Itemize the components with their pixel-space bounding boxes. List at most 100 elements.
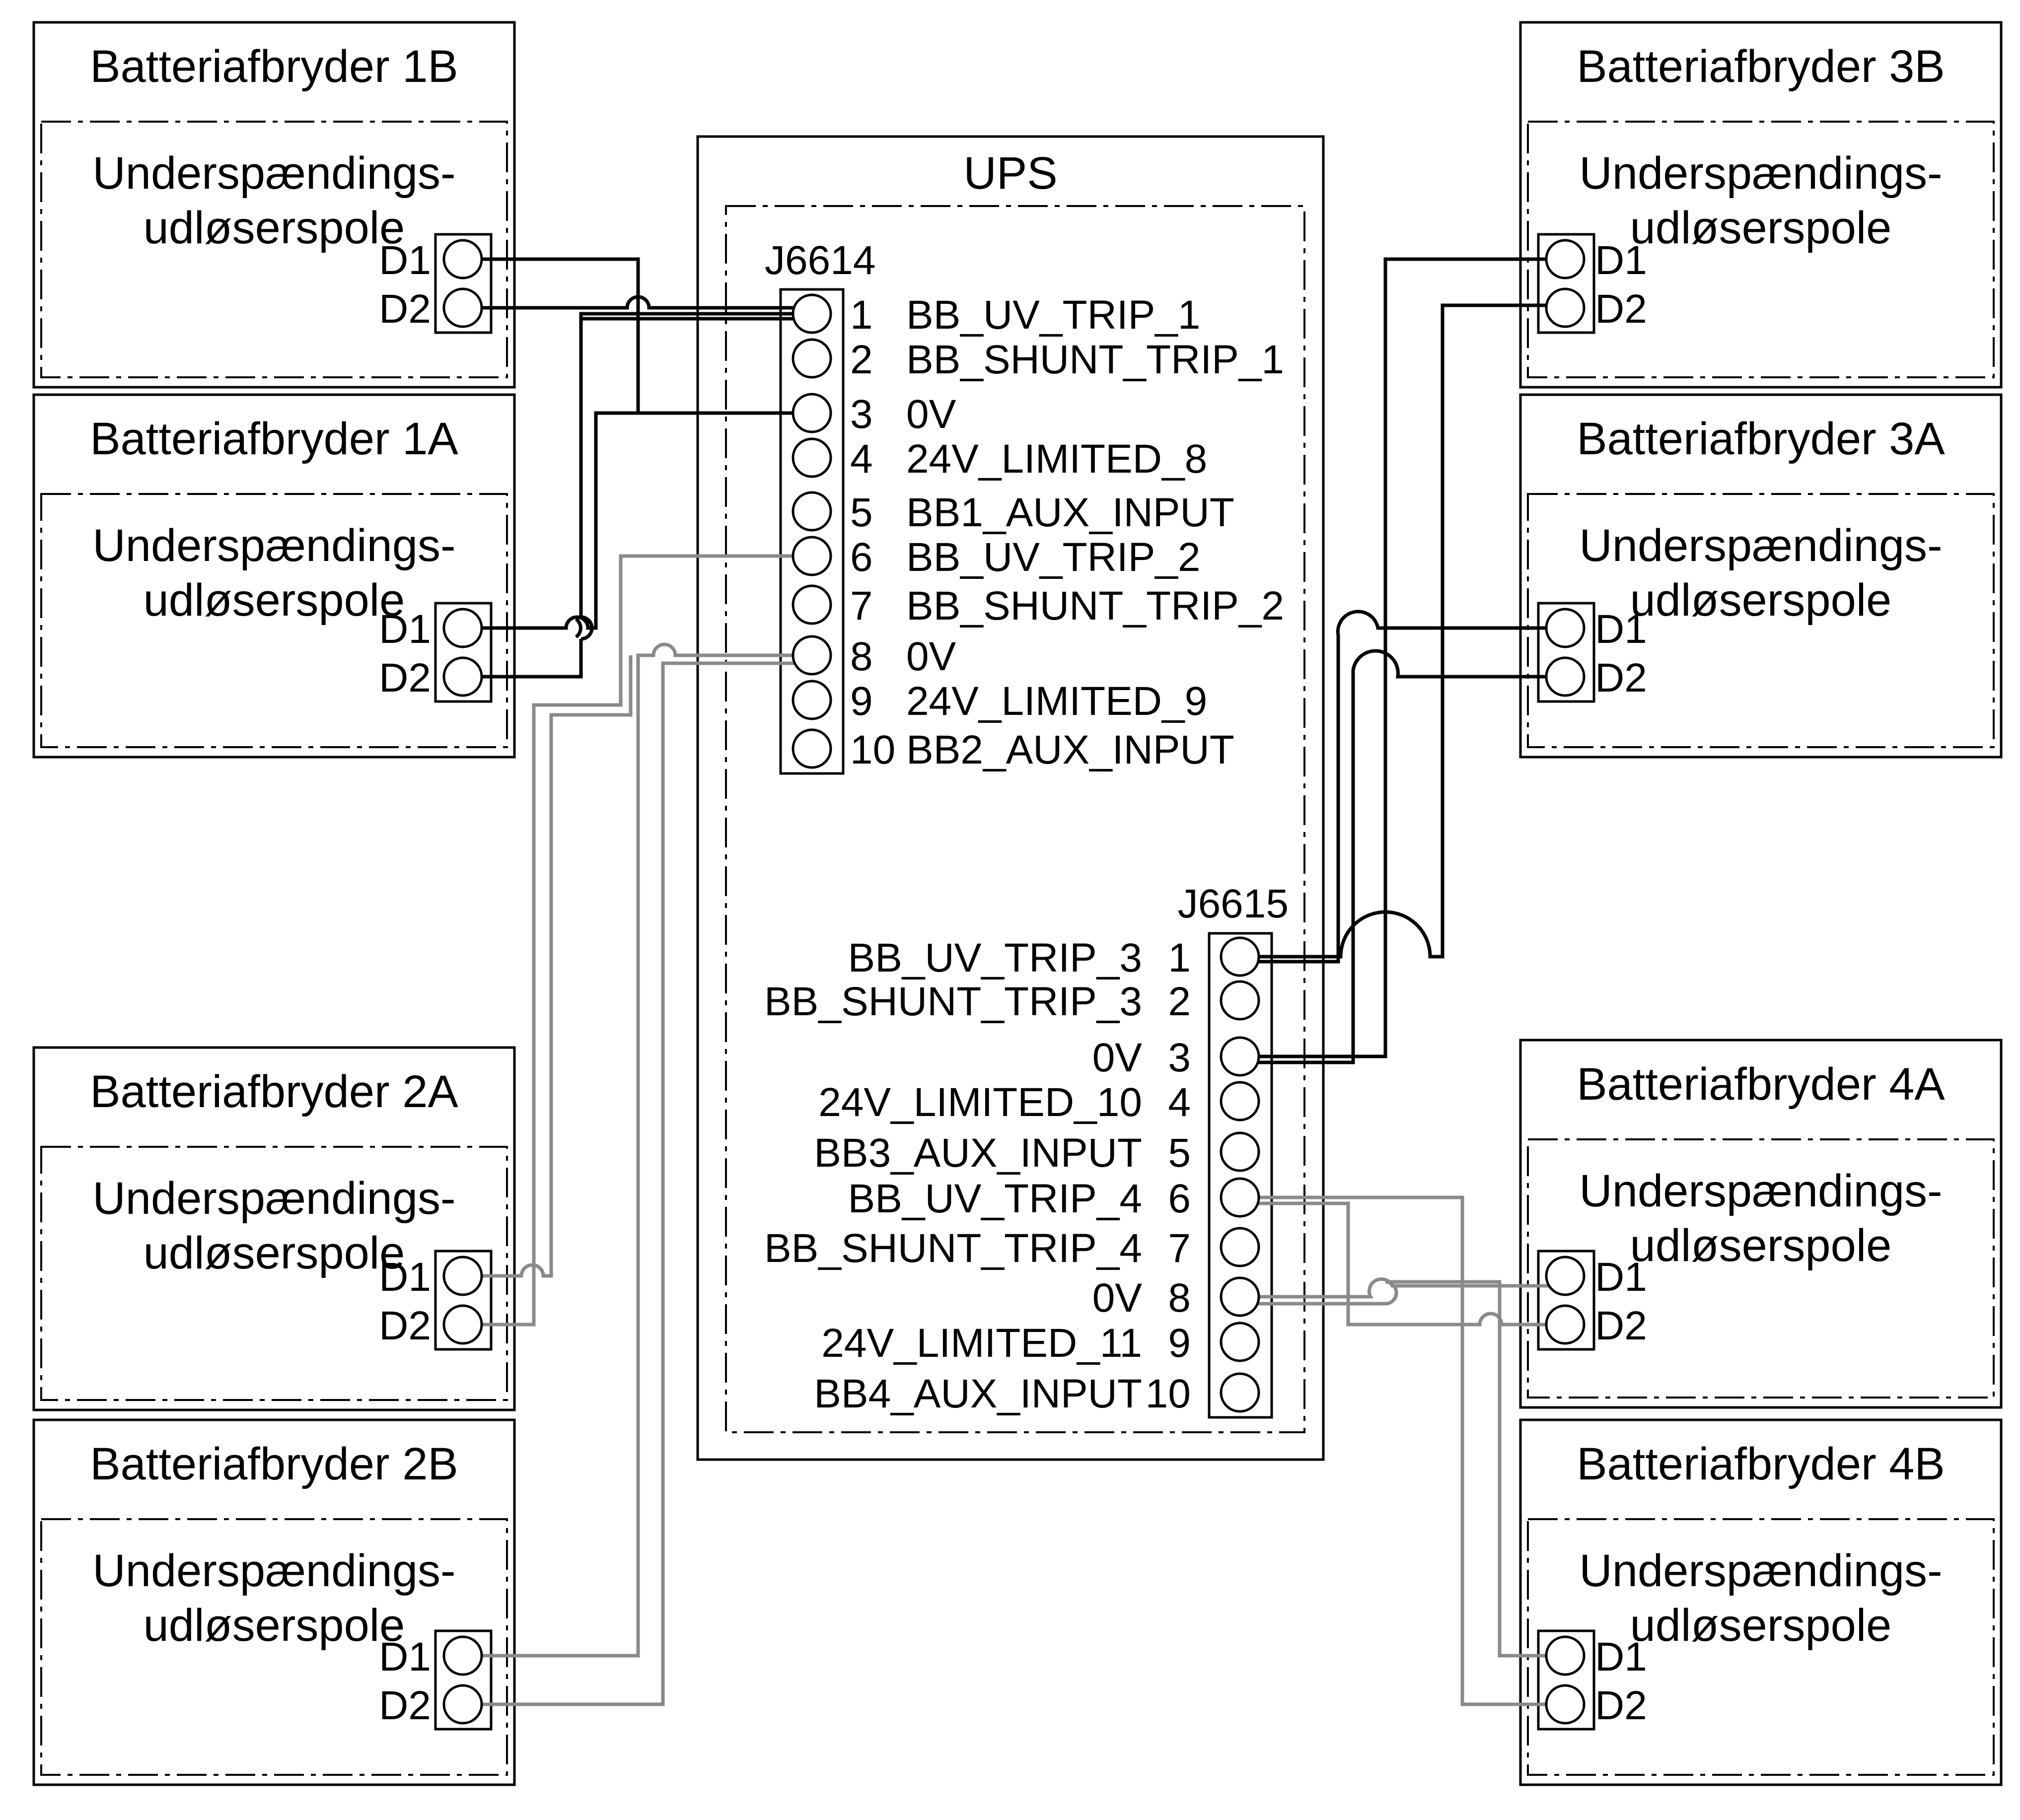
terminal-block [434, 1629, 493, 1731]
breaker-title: Batteriafbryder 1A [90, 414, 458, 464]
j6615-pin-1 [1220, 936, 1260, 977]
terminal-b3a-d1 [1545, 608, 1586, 648]
j6614-pin-9 [792, 680, 832, 720]
connector-label: J6615 [1178, 881, 1289, 926]
pin-name: 24V_LIMITED_9 [906, 679, 1207, 724]
breaker-title: Batteriafbryder 4B [1577, 1439, 1945, 1489]
pin-number: 2 [1168, 979, 1191, 1024]
pin-number: 4 [850, 436, 873, 482]
j6615-pin-4 [1220, 1081, 1260, 1121]
coil-frame [1527, 493, 1995, 748]
terminal-b2b-d2 [442, 1684, 483, 1725]
breaker-b2b: Batteriafbryder 2BUnderspændings-udløser… [32, 1418, 516, 1786]
terminal-b1b-d1 [442, 239, 483, 280]
breaker-b4b: Batteriafbryder 4B Underspændings-udløser… [1519, 1418, 2003, 1786]
breaker-frame [1519, 1039, 2003, 1409]
terminal-block [434, 1250, 493, 1351]
coil-label-line2: udløserspole [144, 575, 405, 626]
pin-name: BB1_AUX_INPUT [906, 490, 1234, 535]
terminal-label-d1: D1 [1595, 1255, 1647, 1300]
wire-uv3-3a-d1 [1240, 610, 1565, 964]
coil-label-line1: Underspændings- [92, 520, 455, 571]
pin-number: 6 [1168, 1176, 1191, 1221]
pin-name: BB_UV_TRIP_2 [906, 535, 1201, 580]
wire-uv1 [579, 317, 812, 618]
wire-0v-4b-d1 [1240, 1280, 1565, 1658]
wire-2a-d1 [463, 655, 633, 1278]
pin-name: BB_SHUNT_TRIP_1 [906, 337, 1284, 382]
pin-name: BB_UV_TRIP_3 [848, 935, 1143, 980]
pin-number: 7 [850, 583, 873, 629]
pin-name: BB_SHUNT_TRIP_4 [764, 1226, 1142, 1271]
pin-number: 7 [1168, 1226, 1191, 1271]
wire-hop [575, 618, 582, 638]
terminal-b4a-d2 [1545, 1304, 1586, 1345]
terminal-b2b-d1 [442, 1635, 483, 1676]
j6614-pin-7 [792, 584, 832, 625]
j6615-pin-5 [1220, 1131, 1260, 1172]
breaker-title: Batteriafbryder 2A [90, 1066, 458, 1117]
terminal-block [434, 233, 493, 334]
wire-uv4-4a-d2 [1240, 1201, 1565, 1327]
j6614-pin-10 [792, 728, 832, 769]
coil-label-line1: Underspændings- [92, 148, 455, 199]
terminal-label-d2: D2 [1595, 286, 1647, 332]
terminals-layer [442, 239, 1586, 1725]
connector-housing [1208, 932, 1273, 1419]
terminal-label-d2: D2 [1595, 1303, 1647, 1348]
terminal-b1a-d1 [442, 608, 483, 648]
wire-1a-d1 [463, 411, 812, 630]
pin-name: BB3_AUX_INPUT [814, 1130, 1142, 1176]
coil-label-line1: Underspændings- [92, 1545, 455, 1596]
pin-name: 0V [906, 392, 956, 437]
wire-2b-d1 [463, 642, 812, 1658]
breakers-layer: Batteriafbryder 1BUnderspændings-udløser… [32, 21, 2003, 1786]
terminal-label-d1: D1 [379, 1255, 431, 1300]
pin-number: 5 [850, 490, 873, 535]
coil-label-line2: udløserspole [144, 203, 405, 253]
wire-0v-3b-d1 [1240, 257, 1565, 1058]
j6614-pin-2 [792, 338, 832, 379]
pin-name: 0V [1092, 1275, 1143, 1321]
coil-frame [1527, 1138, 1995, 1399]
terminal-b4b-d1 [1545, 1635, 1586, 1676]
breaker-title: Batteriafbryder 3A [1577, 414, 1945, 464]
coil-label-line2: udløserspole [1630, 1600, 1892, 1651]
breaker-frame [1519, 393, 2003, 759]
terminal-b1b-d2 [442, 287, 483, 328]
ups-frame [696, 135, 1325, 1461]
terminal-b4a-d1 [1545, 1256, 1586, 1296]
coil-frame [1527, 1518, 1995, 1776]
j6615-pin-2 [1220, 980, 1260, 1021]
terminal-label-d1: D1 [1595, 238, 1647, 283]
breaker-frame [32, 1418, 516, 1786]
terminal-block [1537, 1250, 1595, 1351]
coil-label-line1: Underspændings- [92, 1173, 455, 1224]
coil-label-line2: udløserspole [1630, 1220, 1892, 1271]
terminal-b1a-d2 [442, 656, 483, 697]
coil-label-line2: udløserspole [144, 1228, 405, 1278]
ups-inner-frame [725, 205, 1305, 1433]
j6614-pin-4 [792, 437, 832, 478]
terminal-label-d2: D2 [1595, 1683, 1647, 1728]
wire-uv4-4b-d2 [1240, 1195, 1565, 1706]
pin-number: 3 [850, 392, 873, 437]
coil-label-line2: udløserspole [144, 1600, 405, 1651]
j6615-pin-9 [1220, 1322, 1260, 1362]
breaker-title: Batteriafbryder 3B [1577, 41, 1945, 92]
connector-housing [779, 288, 845, 775]
wire-uv3-3b-d2 [1240, 303, 1565, 959]
breaker-b3a: Batteriafbryder 3A Underspændings-udløser… [1519, 393, 2003, 759]
wire-1a-d2 [463, 639, 583, 679]
terminal-label-d1: D1 [379, 238, 431, 283]
coil-label-line1: Underspændings- [1579, 1545, 1942, 1596]
terminal-block [1537, 1629, 1595, 1731]
coil-label-line1: Underspændings- [1579, 520, 1942, 571]
pin-name: BB_SHUNT_TRIP_3 [764, 979, 1142, 1024]
coil-label-line2: udløserspole [1630, 575, 1892, 626]
j6615-pin-8 [1220, 1276, 1260, 1317]
